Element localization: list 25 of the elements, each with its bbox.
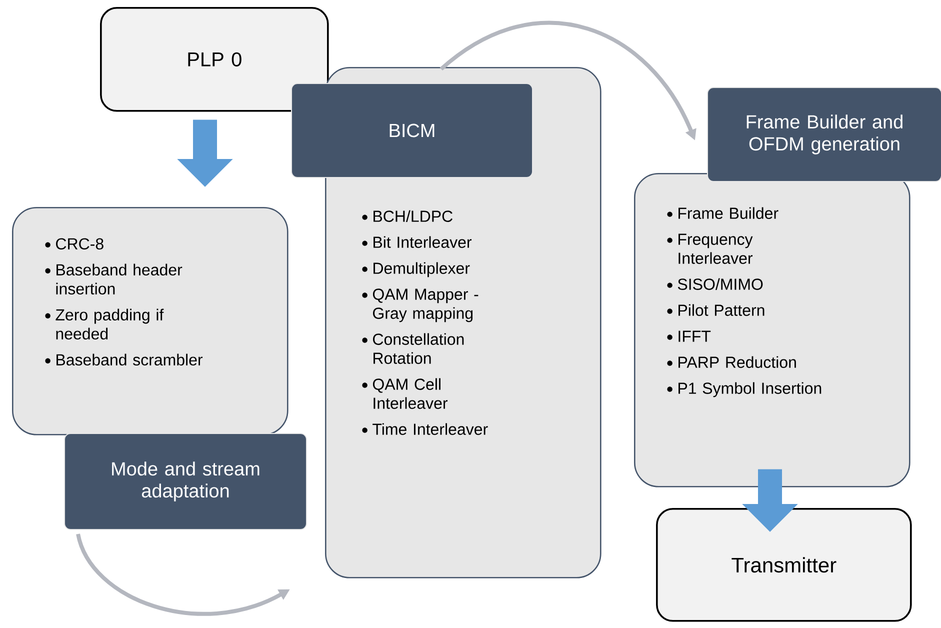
list-item: QAM Cell Interleaver: [362, 378, 448, 409]
list-item: Zero padding if needed: [45, 308, 164, 340]
stage-header: BICM: [291, 83, 533, 178]
process-box: Transmitter: [656, 508, 912, 622]
stage-header: Frame Builder and OFDM generation: [707, 87, 941, 182]
list-item: Constellation Rotation: [362, 333, 464, 364]
list-item: Frequency Interleaver: [667, 234, 753, 264]
list-item: Time Interleaver: [362, 423, 488, 435]
list-item: PARP Reduction: [667, 356, 796, 368]
list-item: Baseband scrambler: [45, 354, 203, 366]
list-item: BCH/LDPC: [362, 210, 452, 222]
list-item: CRC-8: [45, 238, 104, 250]
process-box: [12, 207, 288, 436]
process-box: PLP 0: [100, 7, 329, 112]
list-item: Baseband header insertion: [45, 264, 182, 295]
list-item: Bit Interleaver: [362, 236, 472, 248]
list-item: SISO/MIMO: [667, 278, 763, 290]
list-item: P1 Symbol Insertion: [667, 382, 822, 398]
list-item: IFFT: [667, 330, 711, 342]
list-item: QAM Mapper - Gray mapping: [362, 288, 478, 322]
list-item: Frame Builder: [667, 207, 778, 219]
list-item: Demultiplexer: [362, 262, 470, 278]
process-box: [634, 173, 910, 488]
list-item: Pilot Pattern: [667, 304, 764, 316]
stage-header: Mode and stream adaptation: [64, 433, 307, 530]
